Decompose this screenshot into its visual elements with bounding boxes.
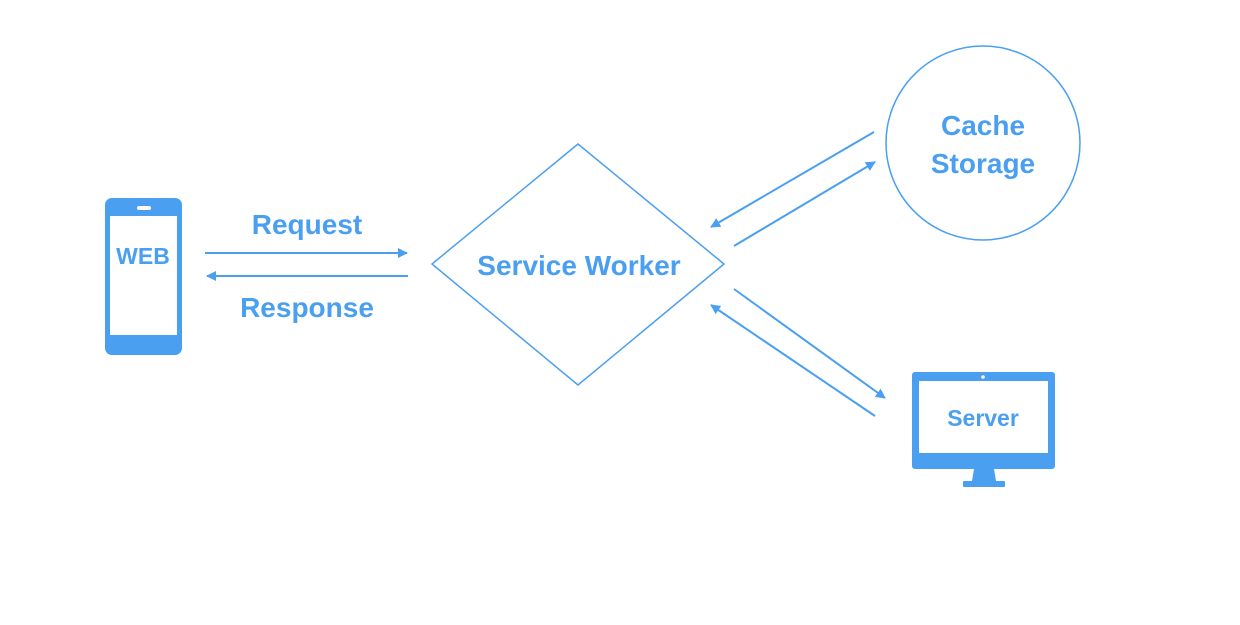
service-worker-diamond — [430, 143, 726, 386]
worker-to-server-arrow — [733, 288, 886, 399]
cache-storage-label-line2: Storage — [931, 148, 1035, 179]
server-label: Server — [947, 405, 1019, 431]
monitor-icon — [912, 372, 1055, 487]
cache-to-worker-arrow — [710, 131, 875, 228]
smartphone-icon — [105, 198, 182, 355]
service-worker-label: Service Worker — [477, 250, 680, 281]
worker-to-cache-arrow — [733, 161, 876, 247]
server-to-worker-arrow — [710, 304, 876, 417]
response-label: Response — [240, 292, 374, 323]
web-label: WEB — [116, 243, 170, 269]
cache-storage-circle — [885, 45, 1081, 241]
request-label: Request — [252, 209, 362, 240]
cache-storage-label-line1: Cache — [941, 110, 1025, 141]
